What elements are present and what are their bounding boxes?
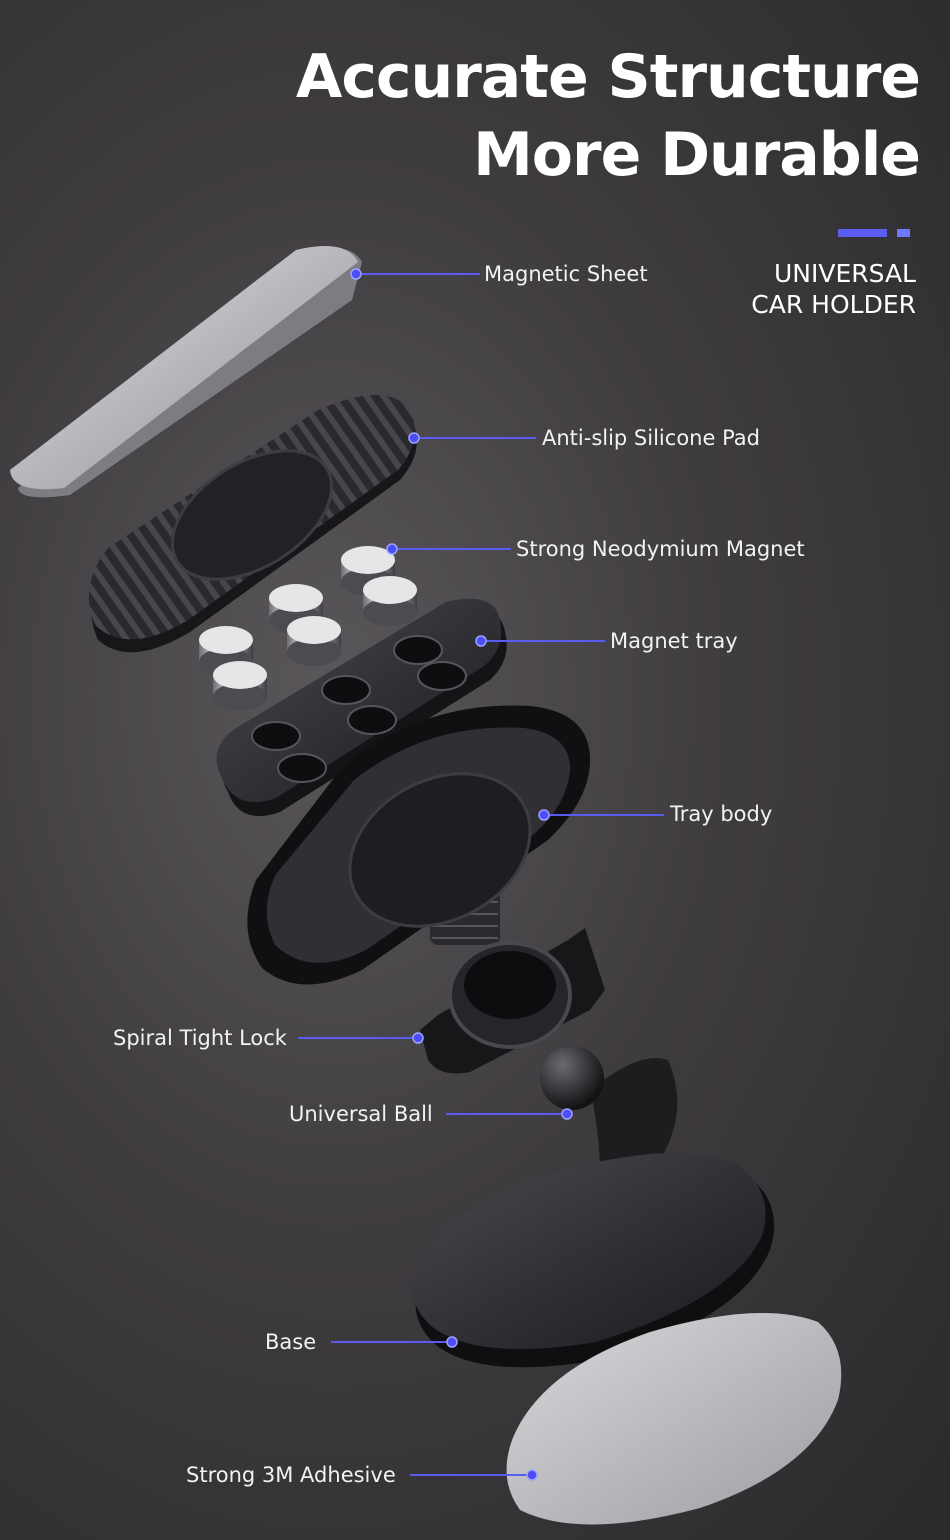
adhesive-part bbox=[506, 1313, 842, 1525]
label-magnetic-sheet: Magnetic Sheet bbox=[484, 262, 648, 286]
page-title: Accurate Structure More Durable bbox=[295, 38, 921, 194]
label-magnet-tray: Magnet tray bbox=[610, 629, 738, 653]
label-universal-ball: Universal Ball bbox=[289, 1102, 433, 1126]
tray-body-part bbox=[247, 705, 590, 985]
neodymium-magnets-part bbox=[199, 546, 417, 711]
label-neodymium-magnet: Strong Neodymium Magnet bbox=[516, 537, 805, 561]
label-spiral-lock: Spiral Tight Lock bbox=[113, 1026, 287, 1050]
silicone-pad-part bbox=[88, 395, 417, 653]
subtitle-line-2: CAR HOLDER bbox=[751, 290, 916, 319]
accent-bar-short bbox=[897, 229, 910, 237]
spiral-lock-part bbox=[420, 928, 605, 1074]
label-silicone-pad: Anti-slip Silicone Pad bbox=[542, 426, 760, 450]
label-tray-body: Tray body bbox=[670, 802, 773, 826]
subtitle: UNIVERSAL CAR HOLDER bbox=[751, 258, 916, 320]
magnetic-sheet-part bbox=[10, 246, 362, 498]
label-adhesive: Strong 3M Adhesive bbox=[186, 1463, 396, 1487]
accent-bar-long bbox=[838, 229, 887, 237]
subtitle-line-1: UNIVERSAL bbox=[773, 259, 916, 288]
leader-lines bbox=[298, 273, 664, 1476]
magnet-tray-part bbox=[216, 598, 507, 817]
leader-dots bbox=[350, 268, 573, 1481]
label-base: Base bbox=[265, 1330, 317, 1354]
title-line-1: Accurate Structure bbox=[295, 42, 921, 112]
base-part bbox=[412, 1153, 775, 1368]
title-line-2: More Durable bbox=[473, 120, 921, 190]
